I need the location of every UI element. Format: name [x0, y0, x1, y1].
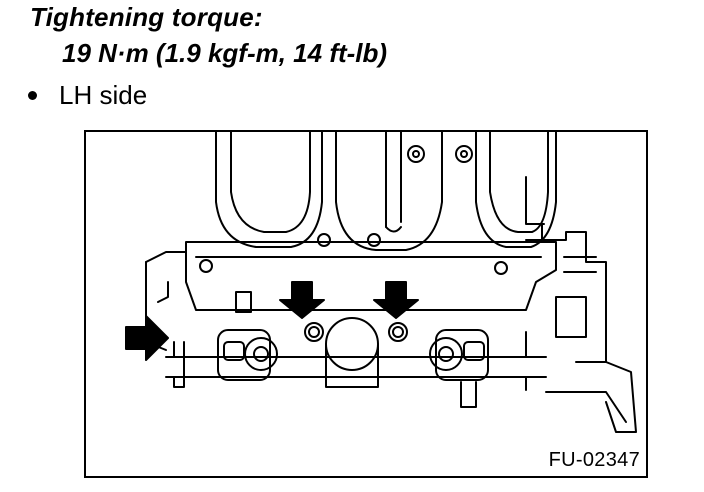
engine-illustration: FU-02347: [84, 130, 648, 478]
side-label: LH side: [59, 80, 148, 110]
torque-value: 19 N·m (1.9 kgf-m, 14 ft-lb): [62, 38, 388, 68]
engine-drawing: [125, 132, 637, 433]
torque-heading: Tightening torque:: [30, 2, 263, 32]
figure-code: FU-02347: [548, 449, 640, 471]
side-bullet-item: LH side: [28, 80, 147, 111]
bullet-icon: [28, 91, 37, 100]
